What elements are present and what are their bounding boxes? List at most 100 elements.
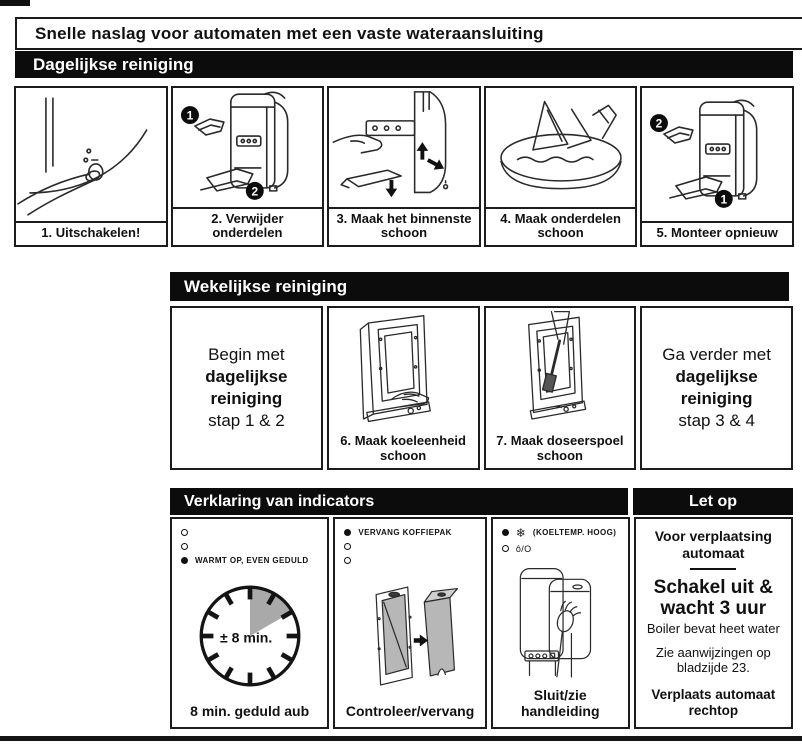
clock-label: ± 8 min. [220,629,272,645]
notice-body2: Zie aanwijzingen op bladzijde 23. [636,645,791,676]
step6-caption-line1: 6. Maak koeleenheid [340,433,466,449]
cooling-led-block: ❄ (KOELTEMP. HOOG) ô/O [493,519,628,556]
step7-caption-line1: 7. Maak doseerspoel [496,433,624,449]
coffeepack-illustration [335,568,484,703]
warmup-led-block: WARMT OP, EVEN GEDULD [172,519,327,568]
cooling-unit-icon [359,315,432,423]
notice-footer-line1: Verplaats automaat [651,687,776,703]
coffee-pack-icon [375,585,459,686]
step6-caption-line2: schoon [380,447,427,463]
step4-illustration [486,88,636,207]
notice-headline-line2: wacht 3 uur [660,598,767,620]
page-title-text: Snelle naslag voor automaten met een vas… [35,23,544,43]
clean-inside-icon [332,91,449,198]
page-bottom-rule [0,736,802,741]
notice-title: Voor verplaatsing automaat [636,528,791,562]
notice-header-text: Let op [689,492,737,510]
coffeepack-led-block: VERVANG KOFFIEPAK [335,519,484,568]
section-header-daily: Dagelijkse reiniging [15,51,793,78]
cooling-caption: Sluit/zie handleiding [520,687,600,719]
indicators-row: WARMT OP, EVEN GEDULD [170,517,793,729]
svg-text:1: 1 [186,109,193,123]
notice-divider [690,567,737,570]
step3-illustration [329,88,479,207]
svg-text:2: 2 [656,116,663,130]
reassemble-icon: 2 1 [650,99,758,208]
weekly-step-7-panel: 7. Maak doseerspoel schoon [483,306,637,470]
daily-header-text: Dagelijkse reiniging [33,54,194,74]
weekly-outro-bold1: dagelijkse [675,366,758,386]
weekly-header-text: Wekelijkse reiniging [184,276,348,296]
daily-step-4-panel: 4. Maak onderdelen schoon [483,86,638,247]
section-header-notice: Let op [633,488,793,515]
step3-caption-line1: 3. Maak het binnenste [336,210,472,226]
step5-caption: 5. Monteer opnieuw [642,221,792,245]
notice-title-line2: automaat [682,544,745,561]
notice-panel: Voor verplaatsing automaat Schakel uit &… [633,517,793,729]
led-on-icon [181,557,188,564]
led-off-icon [344,543,352,550]
close-door-illustration [493,556,628,687]
step1-illustration [16,88,166,221]
step6-caption: 6. Maak koeleenheid schoon [329,434,478,468]
led-off-icon [344,557,352,564]
led-off-icon [181,543,188,550]
notice-headline-line1: Schakel uit & [653,576,773,598]
daily-step-2-panel: 1 2 2. Verwijder onderdelen [170,86,325,247]
weekly-intro-panel: Begin met dagelijkse reiniging stap 1 & … [170,306,323,470]
svg-text:2: 2 [251,185,258,199]
step7-caption-line2: schoon [536,447,583,463]
weekly-step-6-panel: 6. Maak koeleenheid schoon [326,306,480,470]
step2-caption: 2. Verwijder onderdelen [172,206,323,245]
section-header-weekly: Wekelijkse reiniging [170,272,789,301]
close-door-icon [519,567,592,678]
step3-caption: 3. Maak het binnenste schoon [329,206,479,245]
step6-illustration [329,308,478,434]
weekly-steps-row: Begin met dagelijkse reiniging stap 1 & … [170,306,793,470]
indicator-warmup-panel: WARMT OP, EVEN GEDULD [170,517,330,729]
coffeepack-caption: Controleer/vervang [345,703,475,719]
weekly-outro-bold2: reiniging [680,389,753,408]
svg-text:1: 1 [721,192,728,206]
step4-caption-line1: 4. Maak onderdelen [500,210,621,226]
warmup-label: WARMT OP, EVEN GEDULD [195,556,309,565]
page-title: Snelle naslag voor automaten met een vas… [15,17,802,50]
coffeepack-label: VERVANG KOFFIEPAK [358,528,452,537]
notice-body1: Boiler bevat heet water [646,621,780,637]
power-off-icon [17,97,148,216]
notice-title-line1: Voor verplaatsing [654,528,772,544]
warmup-caption: 8 min. geduld aub [190,703,310,719]
notice-body2-line1: Zie aanwijzingen op [655,645,771,661]
scan-artifact [0,0,30,6]
daily-steps-row: 1. Uitschakelen! [14,86,794,247]
clock-illustration: ± 8 min. [172,568,327,703]
notice-footer-line2: rechtop [688,702,739,718]
step4-caption: 4. Maak onderdelen schoon [485,206,636,245]
led-on-icon [344,529,352,536]
weekly-outro-line2: stap 3 & 4 [678,411,755,431]
weekly-outro-line1: Ga verder met [662,344,771,364]
weekly-intro-line1: Begin met [208,344,285,364]
led-off-icon [501,545,509,552]
section-header-indicators: Verklaring van indicators [170,488,628,515]
dosing-chute-icon [527,311,587,420]
snowflake-icon: ❄ [515,525,526,540]
wash-basin-icon [499,101,622,190]
step5-illustration: 2 1 [642,88,792,221]
weekly-intro-line2: stap 1 & 2 [208,411,285,431]
clock-icon: ± 8 min. [199,585,301,686]
weekly-intro-bold1: dagelijkse [205,366,288,386]
remove-parts-icon: 1 2 [180,92,289,201]
notice-body2-line2: bladzijde 23. [676,660,750,676]
cooling-label: (KOELTEMP. HOOG) [532,528,617,537]
daily-step-5-panel: 2 1 5. Monteer opnieuw [640,86,794,247]
daily-step-3-panel: 3. Maak het binnenste schoon [327,86,481,247]
cooling-row2-label: ô/O [515,543,532,554]
step3-caption-line2: schoon [380,225,428,241]
step1-caption: 1. Uitschakelen! [16,221,166,245]
weekly-outro-panel: Ga verder met dagelijkse reiniging stap … [640,306,793,470]
indicator-cooling-panel: ❄ (KOELTEMP. HOOG) ô/O [490,517,630,729]
step7-caption: 7. Maak doseerspoel schoon [486,434,635,468]
weekly-intro-bold2: reiniging [210,389,283,408]
step2-illustration: 1 2 [173,88,323,207]
